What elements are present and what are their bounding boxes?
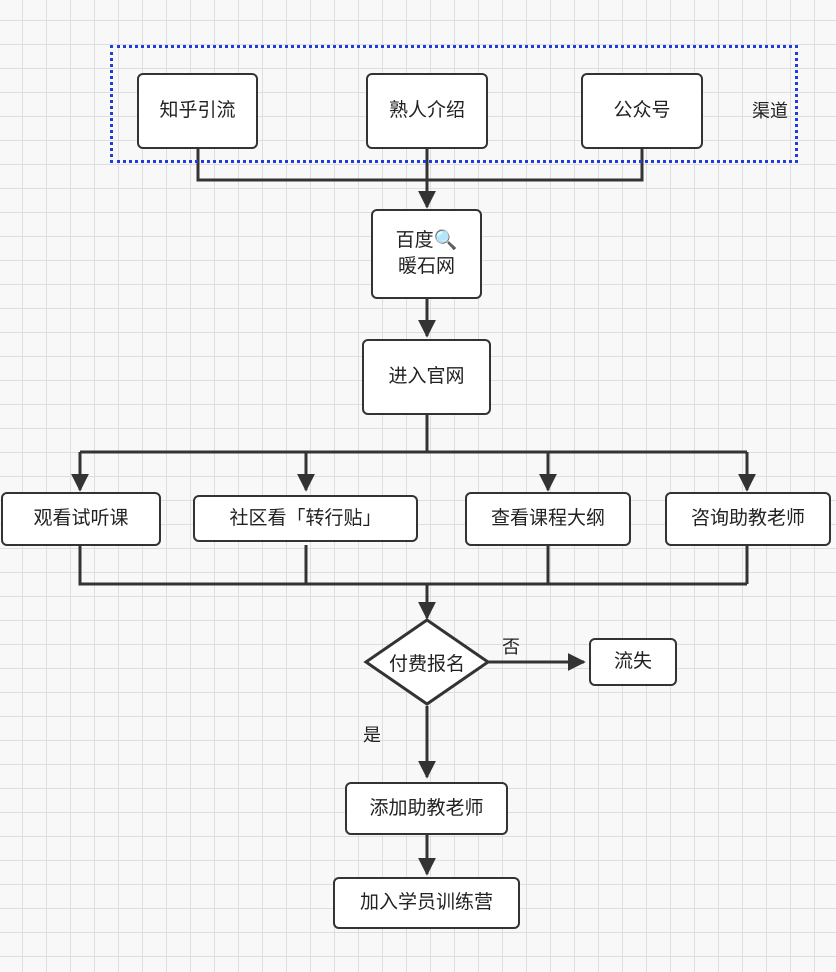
node-trial[interactable]: 观看试听课 (1, 492, 161, 546)
node-add-teacher[interactable]: 添加助教老师 (345, 782, 508, 835)
node-consult[interactable]: 咨询助教老师 (665, 492, 831, 546)
channel-group-label: 渠道 (752, 101, 788, 122)
channel-group-border (110, 45, 798, 163)
node-syllabus[interactable]: 查看课程大纲 (465, 492, 631, 546)
edge-label-no: 否 (502, 637, 520, 658)
node-zhihu[interactable]: 知乎引流 (137, 73, 258, 149)
node-referral[interactable]: 熟人介绍 (366, 73, 488, 149)
node-lost[interactable]: 流失 (589, 638, 677, 686)
connector-zhihu (196, 148, 427, 182)
connector-wechat (427, 148, 644, 182)
node-enter-site[interactable]: 进入官网 (362, 339, 491, 415)
node-search[interactable]: 百度🔍 暖石网 (371, 209, 482, 299)
node-join-camp[interactable]: 加入学员训练营 (333, 877, 520, 929)
connector-from-trial (78, 545, 747, 586)
decision-label[interactable]: 付费报名 (388, 652, 465, 675)
decision-diamond (363, 618, 491, 706)
edge-label-yes: 是 (363, 725, 381, 746)
node-wechat[interactable]: 公众号 (581, 73, 703, 149)
node-community[interactable]: 社区看「转行贴」 (193, 495, 418, 542)
